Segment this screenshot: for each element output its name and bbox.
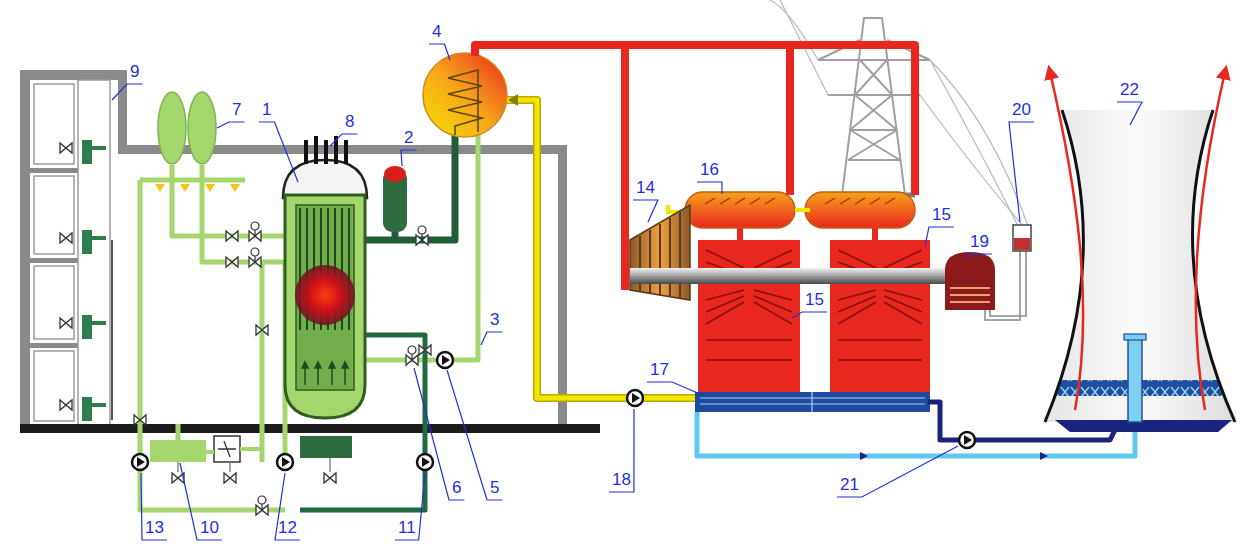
callout-number: 8 bbox=[345, 112, 354, 132]
leader-line bbox=[414, 368, 464, 500]
callout-number: 2 bbox=[404, 128, 413, 148]
leader-line bbox=[792, 312, 827, 318]
callout-number: 3 bbox=[490, 310, 499, 330]
leader-line bbox=[217, 122, 244, 128]
leader-line bbox=[697, 182, 722, 194]
callout-number: 12 bbox=[278, 518, 297, 538]
callout-number: 19 bbox=[970, 232, 989, 252]
callout-number: 17 bbox=[650, 360, 669, 380]
callout-number: 7 bbox=[232, 100, 241, 120]
leader-line bbox=[275, 473, 300, 540]
leader-line bbox=[395, 473, 425, 540]
callout-number: 20 bbox=[1012, 100, 1031, 120]
callout-number: 10 bbox=[200, 518, 219, 538]
leader-line bbox=[481, 332, 502, 345]
leader-line bbox=[141, 473, 167, 540]
leader-line bbox=[609, 409, 634, 492]
callout-number: 21 bbox=[840, 475, 859, 495]
leader-line bbox=[401, 150, 416, 166]
callout-number: 14 bbox=[636, 178, 655, 198]
leader-line bbox=[1009, 122, 1034, 222]
leader-line bbox=[112, 84, 142, 100]
leader-line bbox=[647, 382, 700, 394]
leader-line bbox=[429, 44, 450, 60]
callout-number: 9 bbox=[130, 62, 139, 82]
callout-number: 1 bbox=[262, 100, 271, 120]
callout-number: 11 bbox=[398, 518, 416, 538]
callout-number: 13 bbox=[145, 518, 164, 538]
callout-number: 22 bbox=[1120, 80, 1139, 100]
callout-number: 4 bbox=[432, 22, 441, 42]
leader-line bbox=[967, 254, 992, 258]
leader-line bbox=[633, 200, 658, 222]
leader-line bbox=[837, 446, 958, 497]
leader-line bbox=[925, 227, 954, 246]
leader-line bbox=[447, 370, 502, 500]
leader-line bbox=[180, 463, 222, 540]
callout-number: 18 bbox=[612, 470, 631, 490]
callout-number: 15 bbox=[932, 205, 951, 225]
callout-number: 16 bbox=[700, 160, 719, 180]
leader-line bbox=[330, 134, 357, 146]
leader-line bbox=[259, 122, 298, 182]
callout-number: 5 bbox=[490, 478, 499, 498]
callout-number: 15 bbox=[805, 290, 824, 310]
callout-number: 6 bbox=[452, 478, 461, 498]
leader-line bbox=[1117, 102, 1142, 125]
